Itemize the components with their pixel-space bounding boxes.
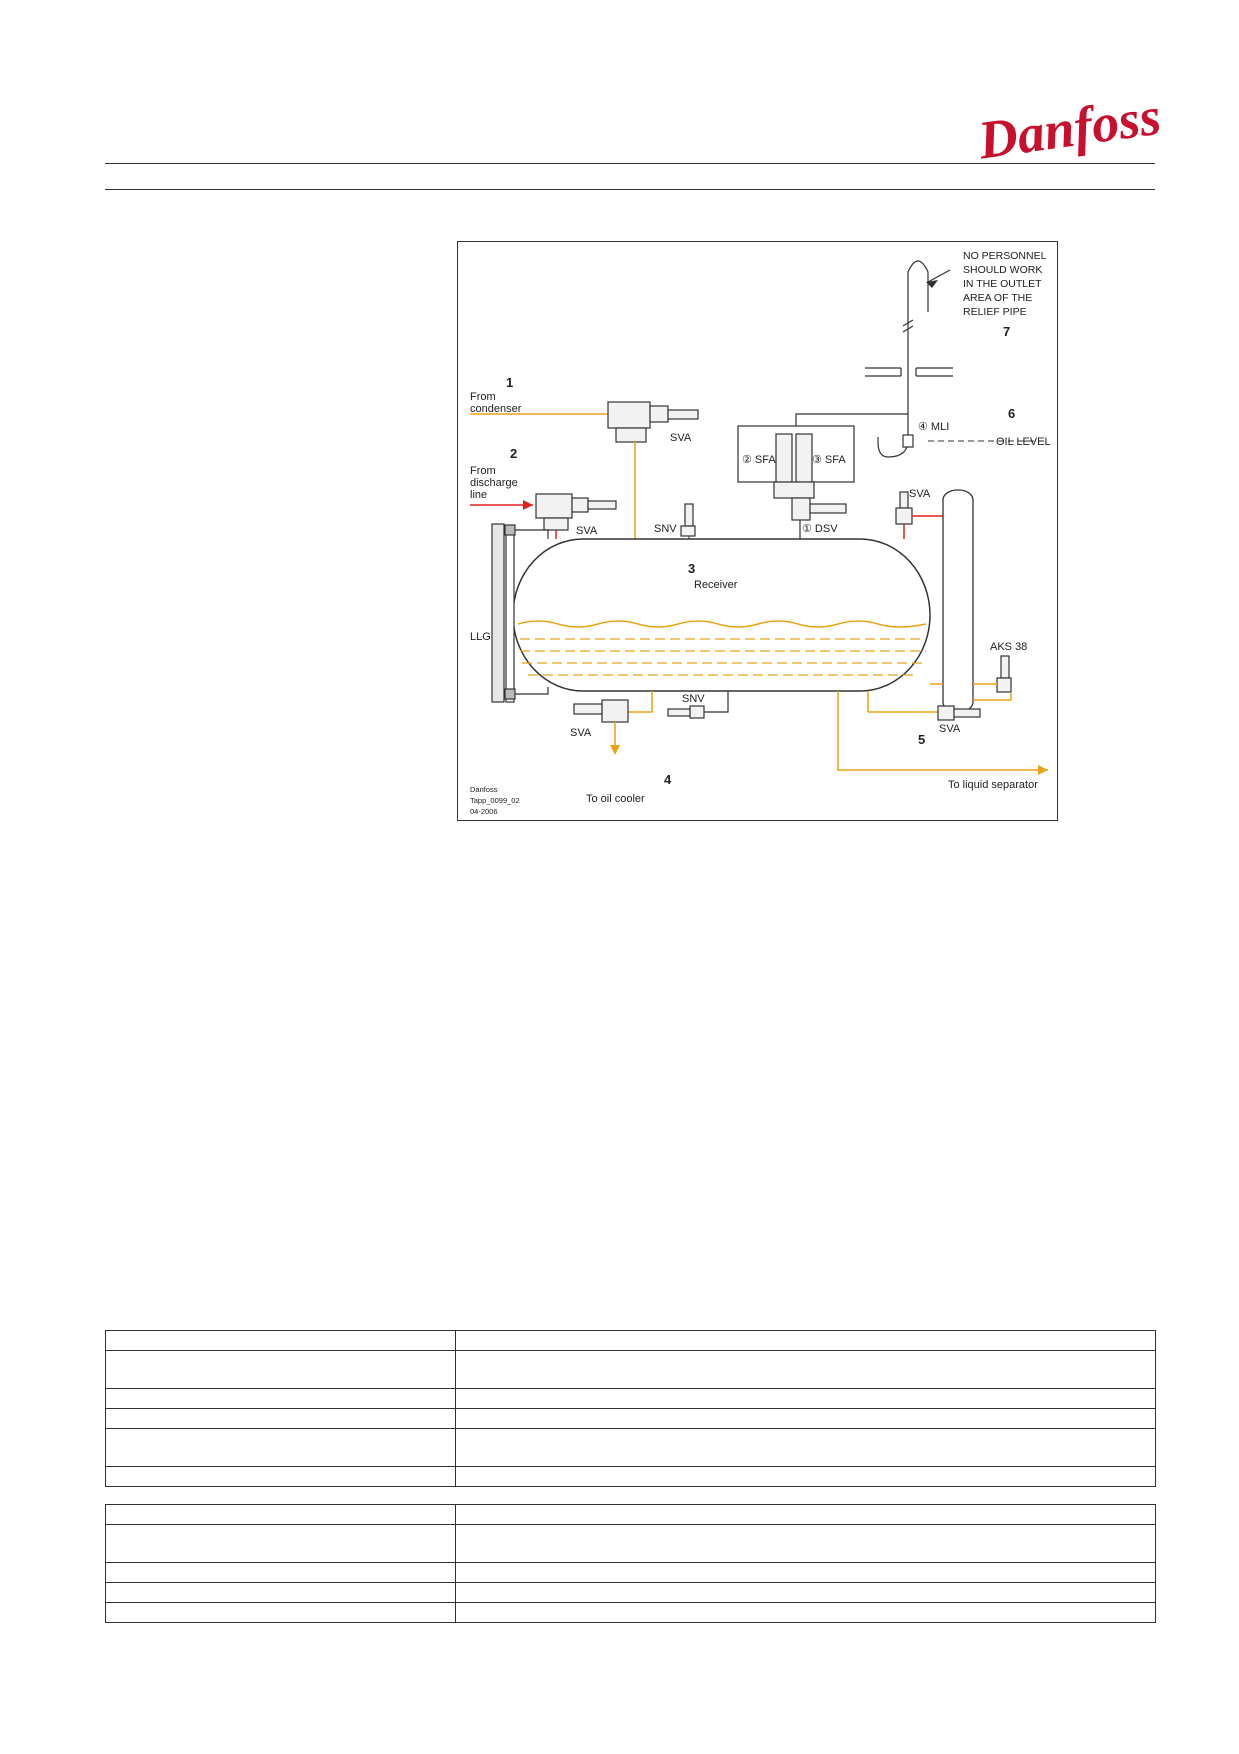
label-to-oil-cooler: To oil cooler [586,793,645,805]
svg-text:04-2006: 04-2006 [470,807,498,816]
llg-gauge [491,523,549,703]
diagram-reference: Danfoss Tapp_0099_02 04-2006 [470,785,520,816]
table-cell-label [105,1602,456,1623]
label-snv-bottom: SNV [682,693,705,705]
label-to-liquid-separator: To liquid separator [948,779,1038,791]
svg-text:Danfoss: Danfoss [470,785,498,794]
svg-text:SHOULD WORK: SHOULD WORK [963,264,1042,276]
label-sva-discharge: SVA [576,525,598,537]
table-cell-value [455,1582,1156,1603]
label-2: 2 [510,446,517,461]
label-oil-level: OIL LEVEL [996,436,1051,448]
table-cell-value [455,1408,1156,1429]
table-cell-value [455,1504,1156,1525]
liquid-surface [517,620,927,628]
table-cell-label [105,1330,456,1351]
table-cell-value [455,1428,1156,1467]
liquid-separator-line [837,691,1048,771]
label-snv-top: SNV [654,523,677,535]
label-sfa-left: ② SFA [742,454,776,466]
label-7: 7 [1003,324,1010,339]
table-row [105,1350,1156,1389]
svg-text:From: From [470,391,496,403]
snv-valve-bottom [667,705,705,719]
table-cell-label [105,1466,456,1487]
relief-pipe [795,260,953,458]
svg-text:line: line [470,489,487,501]
svg-text:discharge: discharge [470,477,518,489]
label-llg: LLG [470,631,491,643]
table-cell-label [105,1388,456,1409]
svg-text:From: From [470,465,496,477]
receiver-vessel [512,538,931,692]
svg-text:IN THE OUTLET: IN THE OUTLET [963,278,1042,290]
label-sva-bottom-right: SVA [939,723,961,735]
table-row [105,1524,1156,1563]
label-3: 3 [688,561,695,576]
table-row [105,1582,1156,1603]
table-cell-label [105,1562,456,1583]
table-cell-label [105,1524,456,1563]
sva-valve-bottom-right [937,705,981,721]
label-receiver: Receiver [694,579,738,591]
header-rule-top [105,163,1155,164]
table-cell-label [105,1350,456,1389]
svg-text:AREA OF THE: AREA OF THE [963,292,1032,304]
label-sva-right: SVA [909,488,931,500]
table-cell-value [455,1602,1156,1623]
svg-text:condenser: condenser [470,403,522,415]
logo-text: Danfoss [974,86,1165,168]
label-sva-bottom-left: SVA [570,727,592,739]
label-mli: ④ MLI [918,421,949,433]
table-row [105,1408,1156,1429]
svg-text:Tapp_0099_02: Tapp_0099_02 [470,796,520,805]
level-column [942,489,974,713]
label-5: 5 [918,732,925,747]
table-cell-label [105,1408,456,1429]
label-aks: AKS 38 [990,641,1027,653]
svg-text:NO PERSONNEL: NO PERSONNEL [963,250,1047,262]
table-row [105,1466,1156,1487]
table-cell-label [105,1428,456,1467]
table-cell-value [455,1466,1156,1487]
receiver-piping-diagram: NO PERSONNEL SHOULD WORK IN THE OUTLET A… [457,241,1058,821]
spec-table-2 [105,1504,1156,1623]
table-cell-value [455,1562,1156,1583]
table-row [105,1388,1156,1409]
table-cell-value [455,1524,1156,1563]
sva-valve-bottom-left [573,699,629,723]
table-row [105,1504,1156,1525]
sfa-valves [773,433,847,521]
table-row [105,1562,1156,1583]
label-6: 6 [1008,406,1015,421]
table-row [105,1602,1156,1623]
label-sfa-right: ③ SFA [812,454,846,466]
label-1: 1 [506,375,513,390]
svg-text:RELIEF PIPE: RELIEF PIPE [963,306,1027,318]
table-cell-label [105,1504,456,1525]
sva-valve-discharge [535,493,617,531]
header-rule-bottom [105,189,1155,190]
label-dsv: ① DSV [802,523,838,535]
table-cell-value [455,1388,1156,1409]
warning-text: NO PERSONNEL SHOULD WORK IN THE OUTLET A… [963,250,1047,318]
table-cell-label [105,1582,456,1603]
spec-table-1 [105,1330,1156,1487]
table-cell-value [455,1330,1156,1351]
aks-38-sensor [996,655,1012,693]
label-4: 4 [664,772,672,787]
label-sva-top: SVA [670,432,692,444]
danfoss-logo: Danfoss [974,86,1165,168]
table-cell-value [455,1350,1156,1389]
snv-valve-top [680,503,696,537]
mli-valve [902,434,914,448]
table-row [105,1428,1156,1467]
sva-valve-top [607,401,699,443]
table-row [105,1330,1156,1351]
